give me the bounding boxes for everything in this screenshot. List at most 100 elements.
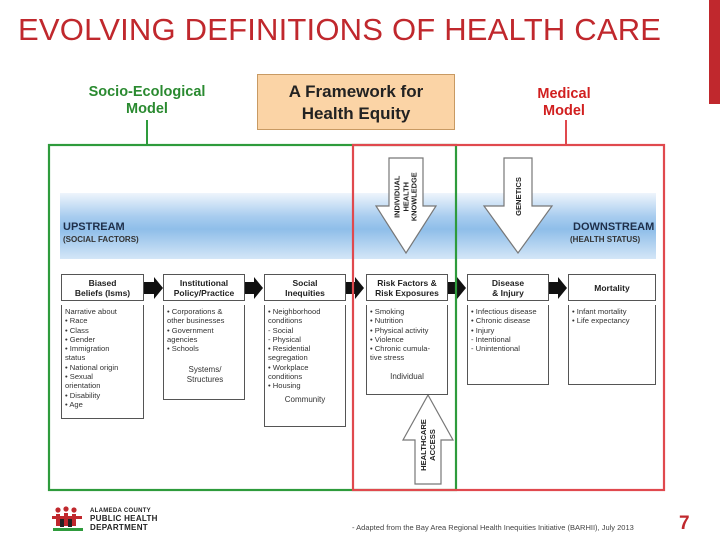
flow-arrow-1: [144, 277, 163, 299]
medical-label-line1: Medical: [537, 86, 591, 102]
col2-item: • Schools: [167, 344, 199, 354]
col4-item: • Nutrition: [370, 316, 404, 326]
col4-item: • Physical activity: [370, 325, 429, 335]
col1-item: • Disability: [65, 390, 101, 400]
col5-head-line2: & Injury: [492, 287, 524, 298]
col2-head-line2: Policy/Practice: [173, 287, 235, 298]
individual-knowledge-label: INDIVIDUAL HEALTH KNOWLEDGE: [384, 162, 428, 232]
column-body-biased-beliefs: Narrative about • Race • Class • Gender …: [61, 305, 144, 419]
col6-item: • Life expectancy: [572, 316, 630, 326]
col5-item: - Unintentional: [471, 344, 520, 354]
socio-ecological-label: Socio-Ecological Model: [76, 84, 218, 118]
col1-head-line1: Biased: [88, 277, 117, 288]
column-body-mortality: • Infant mortality • Life expectancy: [568, 305, 656, 385]
socio-ecological-label-line1: Socio-Ecological: [88, 84, 206, 100]
org-line3: DEPARTMENT: [90, 522, 148, 532]
col6-item: • Infant mortality: [572, 307, 627, 316]
framework-box: A Framework for Health Equity: [257, 74, 455, 130]
col3-item: segregation: [268, 353, 308, 363]
col3-item: • Residential: [268, 344, 311, 354]
individual-label-line1: INDIVIDUAL: [392, 175, 402, 219]
col2-item: • Government: [167, 325, 214, 335]
column-header-risk-factors: Risk Factors &Risk Exposures: [366, 274, 448, 301]
socio-ecological-frame: [47, 143, 458, 492]
medical-stem: [565, 120, 567, 145]
slide-title: EVOLVING DEFINITIONS OF HEALTH CARE: [18, 12, 662, 47]
alameda-county-logo-icon: [52, 506, 83, 531]
framework-line1: A Framework for: [288, 82, 424, 101]
col5-head-line1: Disease: [491, 277, 525, 288]
col3-item: conditions: [268, 372, 303, 382]
col1-item: status: [65, 353, 86, 363]
col1-item: • Gender: [65, 334, 96, 344]
healthcare-label-line1: HEALTHCARE: [419, 419, 428, 471]
upstream-label: UPSTREAM: [63, 221, 125, 233]
column-body-risk-factors: • Smoking • Nutrition • Physical activit…: [366, 305, 448, 395]
healthcare-access-label: HEALTHCARE ACCESS: [406, 410, 450, 480]
col2-footer: Systems/ Structures: [186, 365, 224, 384]
healthcare-label-line2: ACCESS: [428, 429, 437, 461]
socio-stem: [146, 120, 148, 145]
red-accent-bar: [709, 0, 720, 104]
col5-item: • Infectious disease: [471, 307, 537, 316]
org-line2: PUBLIC HEALTH: [90, 514, 158, 524]
org-line1: ALAMEDA COUNTY: [90, 508, 151, 514]
medical-label-line2: Model: [543, 103, 585, 119]
source-citation: - Adapted from the Bay Area Regional Hea…: [352, 523, 634, 532]
column-header-disease-injury: Disease& Injury: [467, 274, 549, 301]
medical-model-label: Medical Model: [514, 86, 614, 120]
col2-head-line1: Institutional: [179, 277, 229, 288]
column-body-social-inequities: • Neighborhood conditions - Social - Phy…: [264, 305, 346, 427]
framework-line2: Health Equity: [301, 104, 411, 123]
upstream-sub-label: (SOCIAL FACTORS): [63, 235, 139, 244]
col4-item: tive stress: [370, 353, 405, 363]
col3-item: • Workplace: [268, 362, 309, 372]
col2-item: other businesses: [167, 316, 225, 326]
col6-head-line1: Mortality: [594, 282, 630, 293]
col1-item: • National origin: [65, 362, 119, 372]
col5-item: - Intentional: [471, 334, 511, 344]
col1-item: • Class: [65, 325, 89, 335]
col4-head-line1: Risk Factors &: [377, 277, 437, 288]
column-body-institutional-policy: • Corporations & other businesses • Gove…: [163, 305, 245, 400]
col3-head-line2: Inequities: [285, 287, 325, 298]
individual-knowledge-arrow: [374, 157, 438, 255]
col2-item: • Corporations &: [167, 307, 223, 316]
col5-item: • Chronic disease: [471, 316, 531, 326]
socio-ecological-label-line2: Model: [126, 101, 168, 117]
col4-footer: Individual: [390, 371, 424, 381]
col4-item: • Smoking: [370, 307, 405, 316]
col1-item: • Age: [65, 399, 83, 409]
genetics-arrow: [482, 157, 554, 255]
col2-item: agencies: [167, 334, 198, 344]
flow-arrow-3: [346, 277, 364, 299]
medical-model-frame: [351, 143, 666, 492]
page-number: 7: [679, 513, 690, 534]
downstream-sub-label: (HEALTH STATUS): [570, 235, 641, 244]
col3-item: • Housing: [268, 381, 301, 391]
genetics-label: GENETICS: [513, 176, 523, 216]
col5-item: • Injury: [471, 325, 495, 335]
downstream-label: DOWNSTREAM: [573, 221, 655, 233]
column-body-disease-injury: • Infectious disease • Chronic disease •…: [467, 305, 549, 385]
col3-item: - Social: [268, 325, 294, 335]
col1-item: Narrative about: [65, 307, 117, 316]
col1-item: • Immigration: [65, 344, 110, 354]
genetics-label-wrap: GENETICS: [496, 168, 540, 224]
col3-item: conditions: [268, 316, 303, 326]
organization-name: ALAMEDA COUNTY PUBLIC HEALTH DEPARTMENT: [90, 507, 158, 532]
flow-arrow-2: [245, 277, 263, 299]
col3-item: • Neighborhood: [268, 307, 321, 316]
col1-head-line2: Beliefs (Isms): [74, 287, 131, 298]
col1-item: orientation: [65, 381, 101, 391]
upstream-downstream-band: [60, 193, 656, 259]
col4-head-line2: Risk Exposures: [375, 287, 439, 298]
col3-head-line1: Social: [292, 277, 318, 288]
col1-item: • Race: [65, 316, 88, 326]
col1-item: • Sexual: [65, 372, 93, 382]
col4-item: • Chronic cumula-: [370, 344, 431, 354]
